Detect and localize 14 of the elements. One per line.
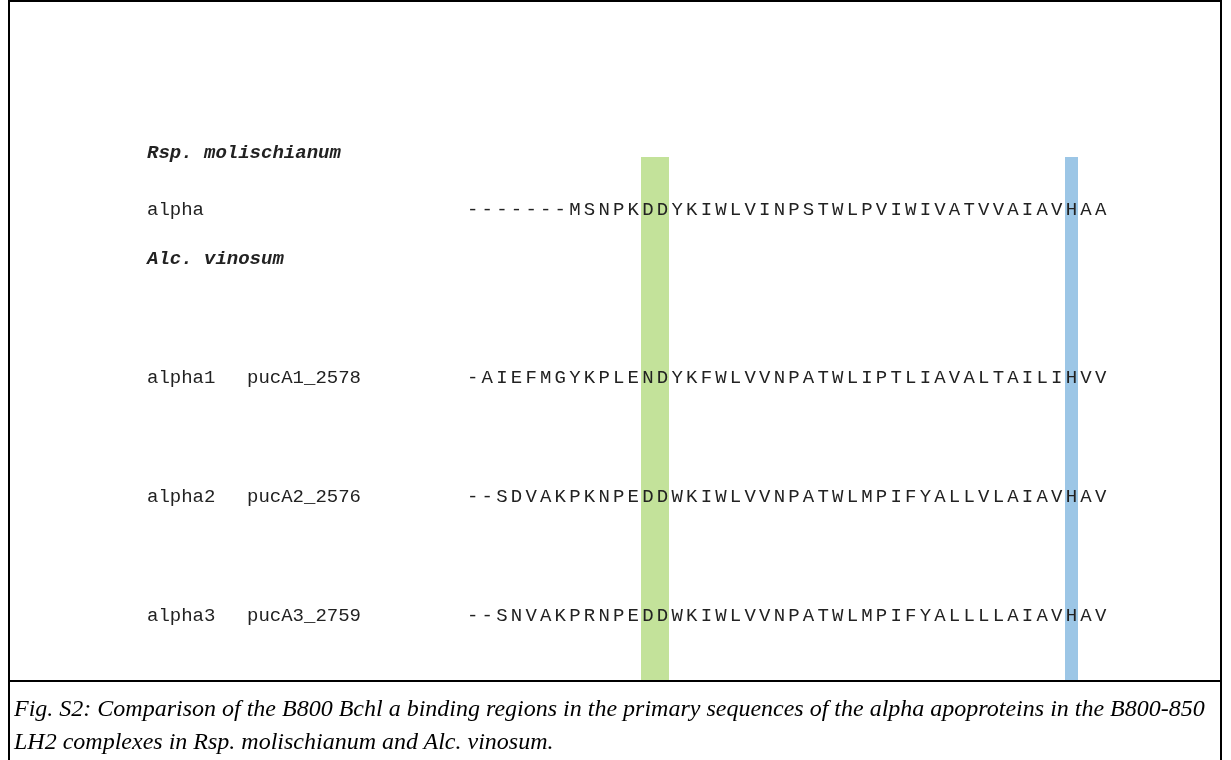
species-heading: Alc. vinosum [147,248,284,270]
protein-name: alpha2 [147,486,216,508]
gene-name: pucA2_2576 [247,486,362,508]
species-heading: Rsp. molischianum [147,142,341,164]
protein-name: alpha3 [147,605,216,627]
protein-name: alpha1 [147,367,216,389]
gene-name: pucA1_2578 [247,367,362,389]
sequence-text: -------MSNPKDDYKIWLVINPSTWLPVIWIVATVVAIAVHAA [467,199,1110,221]
protein-name: alpha [147,199,204,221]
sequence-text: --SDVAKPKNPEDDWKIWLVVNPATWLMPIFYALLVLAIAVHAV [467,486,1110,508]
caption-text: Fig. S2: Comparison of the B800 Bchl a binding regions in the primary sequences of the alpha apoproteins in the B800-850 LH2 complexes in Rsp. molischianum and Alc. vinosum. [14,694,1206,756]
gene-name: pucA3_2759 [247,605,362,627]
sequence-text: -AIEFMGYKPLENDYKFWLVVNPATWLIPTLIAVALTAILIHVV [467,367,1110,389]
sequence-text: --SNVAKPRNPEDDWKIWLVVNPATWLMPIFYALLLLAIAVHAV [467,605,1110,627]
